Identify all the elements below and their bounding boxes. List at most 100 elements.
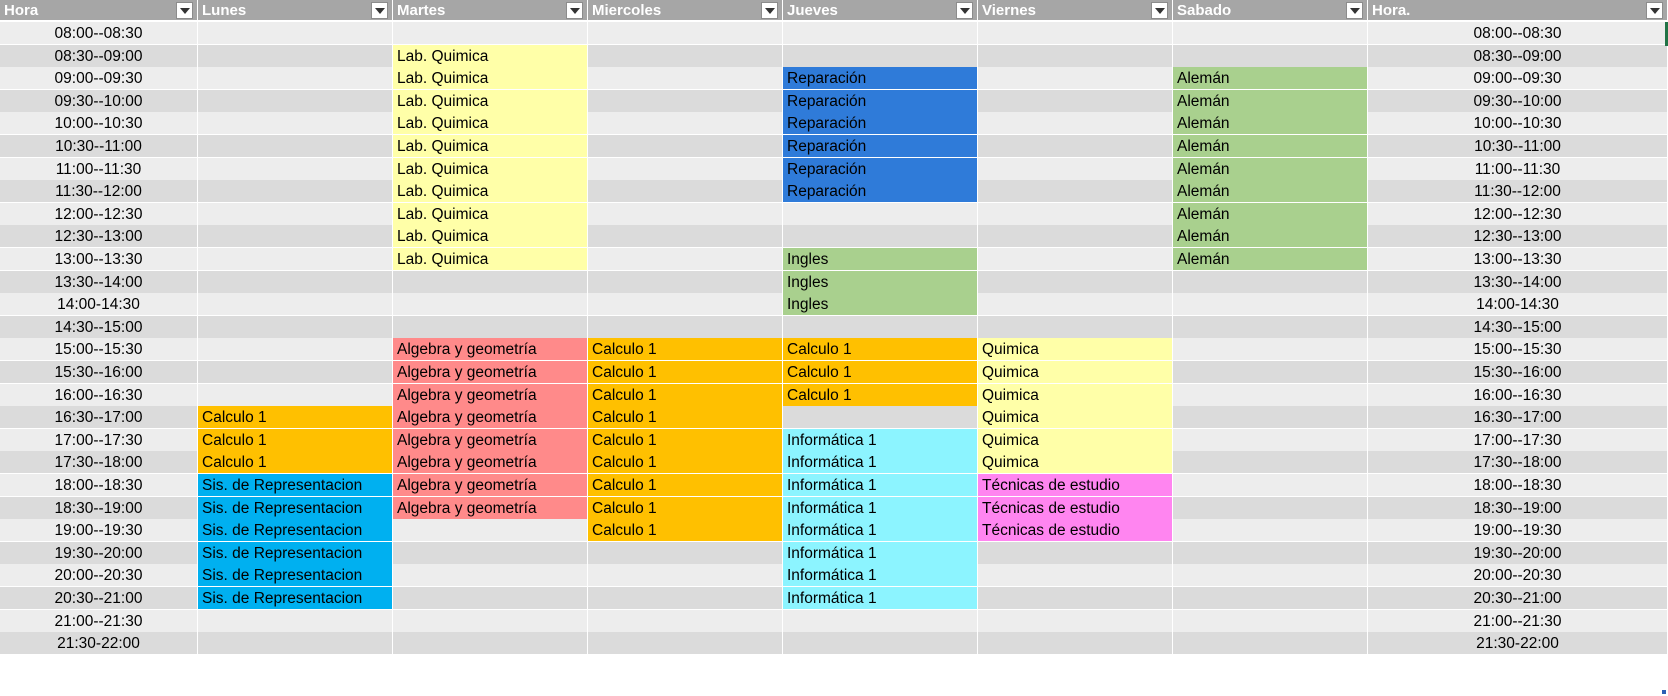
time-cell-right[interactable]: 18:30--19:00: [1368, 496, 1668, 520]
class-cell-viernes[interactable]: [978, 564, 1173, 588]
time-cell-right[interactable]: 15:00--15:30: [1368, 338, 1668, 362]
class-cell-jueves[interactable]: Reparación: [783, 89, 978, 113]
class-cell-lunes[interactable]: [198, 315, 393, 339]
class-cell-miercoles[interactable]: [588, 587, 783, 610]
filter-dropdown-button[interactable]: [761, 2, 778, 19]
class-cell-martes[interactable]: Lab. Quimica: [393, 180, 588, 204]
time-cell[interactable]: 14:00-14:30: [0, 293, 198, 317]
class-cell-viernes[interactable]: Técnicas de estudio: [978, 474, 1173, 497]
class-cell-viernes[interactable]: [978, 22, 1173, 45]
class-cell-jueves[interactable]: Calculo 1: [783, 383, 978, 407]
class-cell-sabado[interactable]: Alemán: [1173, 202, 1368, 226]
time-cell-right[interactable]: 14:30--15:00: [1368, 315, 1668, 339]
class-cell-lunes[interactable]: [198, 44, 393, 68]
time-cell[interactable]: 15:30--16:00: [0, 361, 198, 384]
class-cell-viernes[interactable]: Técnicas de estudio: [978, 496, 1173, 520]
class-cell-sabado[interactable]: Alemán: [1173, 67, 1368, 91]
class-cell-jueves[interactable]: Informática 1: [783, 541, 978, 565]
column-header-martes[interactable]: Martes: [393, 0, 588, 22]
class-cell-viernes[interactable]: [978, 67, 1173, 91]
class-cell-miercoles[interactable]: [588, 225, 783, 249]
filter-dropdown-button[interactable]: [176, 2, 193, 19]
class-cell-viernes[interactable]: [978, 157, 1173, 181]
class-cell-sabado[interactable]: Alemán: [1173, 248, 1368, 271]
class-cell-sabado[interactable]: [1173, 632, 1368, 656]
class-cell-miercoles[interactable]: [588, 315, 783, 339]
class-cell-miercoles[interactable]: [588, 248, 783, 271]
class-cell-lunes[interactable]: [198, 270, 393, 294]
column-header-viernes[interactable]: Viernes: [978, 0, 1173, 22]
time-cell[interactable]: 12:30--13:00: [0, 225, 198, 249]
class-cell-miercoles[interactable]: [588, 609, 783, 633]
class-cell-lunes[interactable]: Calculo 1: [198, 451, 393, 475]
class-cell-miercoles[interactable]: [588, 44, 783, 68]
class-cell-miercoles[interactable]: Calculo 1: [588, 406, 783, 430]
class-cell-martes[interactable]: [393, 293, 588, 317]
class-cell-viernes[interactable]: Técnicas de estudio: [978, 519, 1173, 543]
time-cell[interactable]: 15:00--15:30: [0, 338, 198, 362]
time-cell-right[interactable]: 08:00--08:30: [1368, 22, 1668, 45]
class-cell-lunes[interactable]: Sis. de Representacion: [198, 564, 393, 588]
time-cell[interactable]: 16:00--16:30: [0, 383, 198, 407]
class-cell-jueves[interactable]: Informática 1: [783, 519, 978, 543]
time-cell-right[interactable]: 10:30--11:00: [1368, 135, 1668, 158]
filter-dropdown-button[interactable]: [956, 2, 973, 19]
class-cell-viernes[interactable]: [978, 202, 1173, 226]
class-cell-sabado[interactable]: Alemán: [1173, 225, 1368, 249]
class-cell-miercoles[interactable]: [588, 180, 783, 204]
time-cell[interactable]: 19:00--19:30: [0, 519, 198, 543]
filter-dropdown-button[interactable]: [1646, 2, 1663, 19]
class-cell-miercoles[interactable]: [588, 89, 783, 113]
class-cell-lunes[interactable]: [198, 135, 393, 158]
class-cell-jueves[interactable]: [783, 202, 978, 226]
class-cell-sabado[interactable]: [1173, 361, 1368, 384]
time-cell-right[interactable]: 12:00--12:30: [1368, 202, 1668, 226]
class-cell-viernes[interactable]: Quimica: [978, 383, 1173, 407]
class-cell-martes[interactable]: [393, 632, 588, 656]
time-cell[interactable]: 10:00--10:30: [0, 112, 198, 136]
time-cell-right[interactable]: 20:00--20:30: [1368, 564, 1668, 588]
time-cell[interactable]: 13:30--14:00: [0, 270, 198, 294]
class-cell-sabado[interactable]: [1173, 519, 1368, 543]
class-cell-sabado[interactable]: Alemán: [1173, 135, 1368, 158]
filter-dropdown-button[interactable]: [371, 2, 388, 19]
time-cell-right[interactable]: 12:30--13:00: [1368, 225, 1668, 249]
class-cell-jueves[interactable]: Informática 1: [783, 428, 978, 452]
class-cell-sabado[interactable]: [1173, 496, 1368, 520]
class-cell-sabado[interactable]: [1173, 541, 1368, 565]
time-cell-right[interactable]: 13:00--13:30: [1368, 248, 1668, 271]
class-cell-lunes[interactable]: [198, 225, 393, 249]
class-cell-lunes[interactable]: Calculo 1: [198, 428, 393, 452]
class-cell-sabado[interactable]: [1173, 609, 1368, 633]
time-cell[interactable]: 09:30--10:00: [0, 89, 198, 113]
class-cell-miercoles[interactable]: [588, 135, 783, 158]
class-cell-viernes[interactable]: [978, 609, 1173, 633]
class-cell-sabado[interactable]: Alemán: [1173, 112, 1368, 136]
class-cell-miercoles[interactable]: [588, 157, 783, 181]
class-cell-lunes[interactable]: [198, 293, 393, 317]
class-cell-martes[interactable]: Lab. Quimica: [393, 89, 588, 113]
class-cell-lunes[interactable]: [198, 67, 393, 91]
class-cell-viernes[interactable]: [978, 44, 1173, 68]
class-cell-miercoles[interactable]: Calculo 1: [588, 383, 783, 407]
column-header-miercoles[interactable]: Miercoles: [588, 0, 783, 22]
time-cell-right[interactable]: 21:30-22:00: [1368, 632, 1668, 656]
class-cell-miercoles[interactable]: Calculo 1: [588, 451, 783, 475]
time-cell[interactable]: 21:30-22:00: [0, 632, 198, 656]
class-cell-jueves[interactable]: Ingles: [783, 270, 978, 294]
class-cell-lunes[interactable]: Sis. de Representacion: [198, 496, 393, 520]
class-cell-martes[interactable]: [393, 519, 588, 543]
class-cell-viernes[interactable]: [978, 315, 1173, 339]
filter-dropdown-button[interactable]: [1151, 2, 1168, 19]
class-cell-jueves[interactable]: Calculo 1: [783, 338, 978, 362]
class-cell-lunes[interactable]: [198, 112, 393, 136]
class-cell-sabado[interactable]: Alemán: [1173, 157, 1368, 181]
class-cell-lunes[interactable]: [198, 609, 393, 633]
class-cell-sabado[interactable]: [1173, 293, 1368, 317]
class-cell-martes[interactable]: Lab. Quimica: [393, 248, 588, 271]
class-cell-jueves[interactable]: Informática 1: [783, 474, 978, 497]
class-cell-sabado[interactable]: [1173, 451, 1368, 475]
time-cell-right[interactable]: 17:00--17:30: [1368, 428, 1668, 452]
time-cell-right[interactable]: 18:00--18:30: [1368, 474, 1668, 497]
class-cell-martes[interactable]: Algebra y geometría: [393, 496, 588, 520]
